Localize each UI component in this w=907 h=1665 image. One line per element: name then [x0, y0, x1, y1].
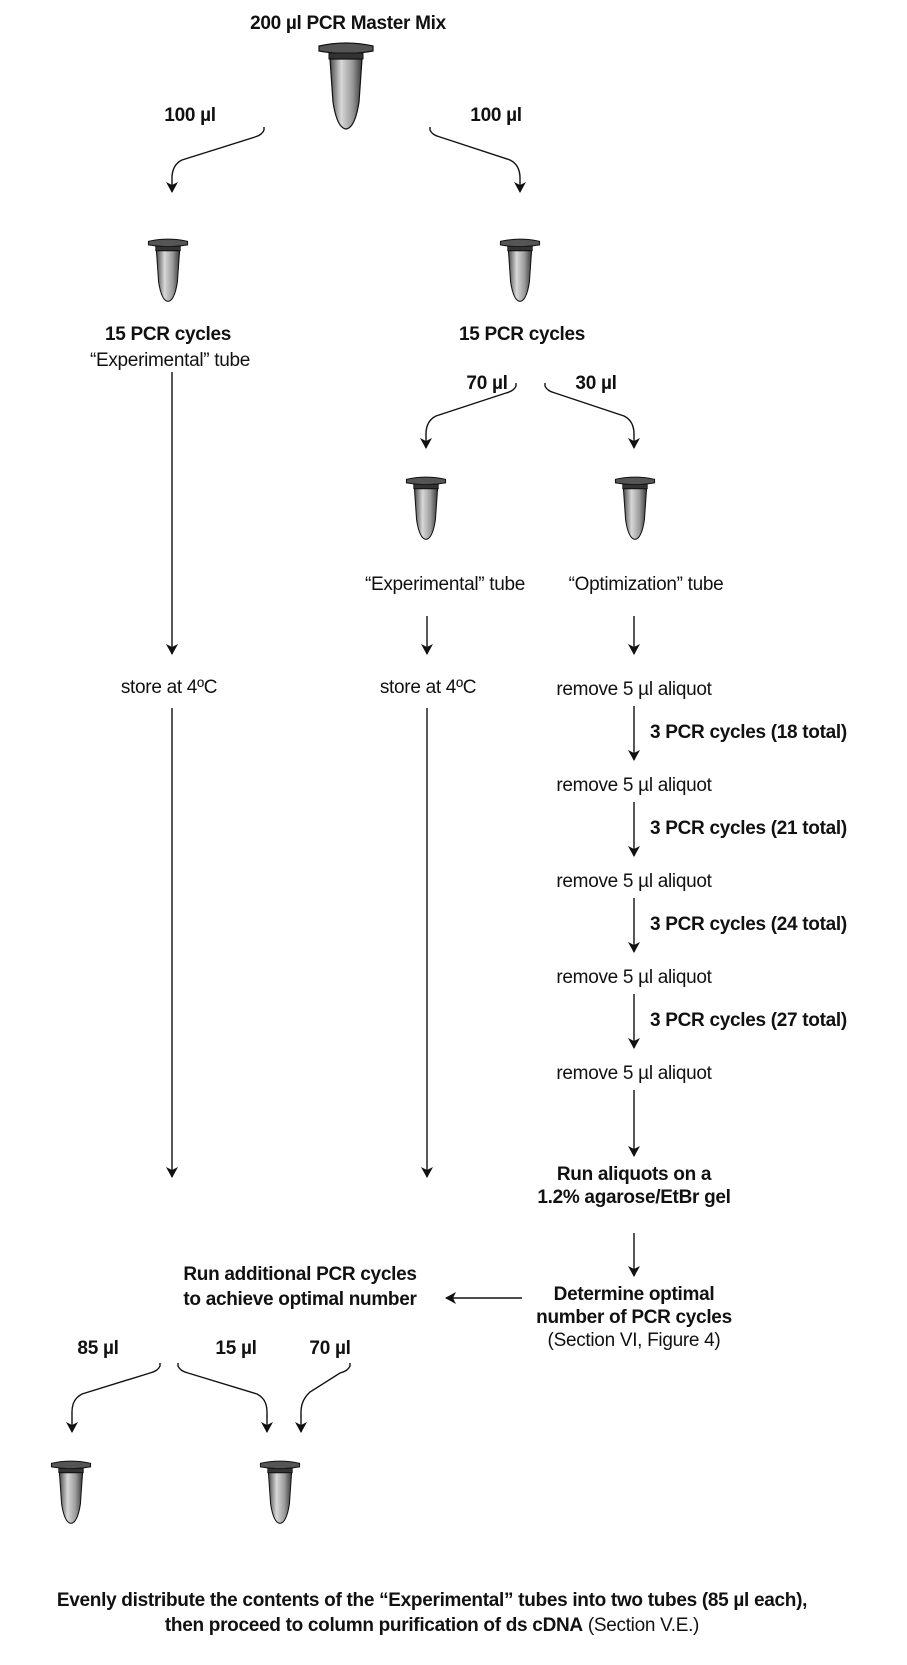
remove-aliquot-3: remove 5 µl aliquot [556, 871, 712, 892]
run-gel-line2: 1.2% agarose/EtBr gel [537, 1187, 731, 1208]
optimization-tube-label: “Optimization” tube [568, 574, 724, 595]
cycles-step-18: 3 PCR cycles (18 total) [650, 722, 847, 743]
split-right-volume: 100 µl [470, 105, 522, 126]
tube-icon-master [318, 42, 374, 130]
split-arrow-30 [544, 383, 640, 449]
cycles-step-24: 3 PCR cycles (24 total) [650, 914, 847, 935]
experimental-tube-label: “Experimental” tube [364, 574, 526, 595]
experimental-store-label: store at 4ºC [379, 677, 477, 698]
remove-aliquot-1: remove 5 µl aliquot [556, 679, 712, 700]
run-gel-line1: Run aliquots on a [556, 1164, 712, 1185]
determine-label: Determine optimal number of PCR cycles (… [536, 1284, 732, 1352]
run-additional-line2: to achieve optimal number [183, 1289, 417, 1310]
cycles-step-27: 3 PCR cycles (27 total) [650, 1010, 847, 1031]
final-split-70: 70 µl [309, 1338, 351, 1359]
determine-ref: (Section VI, Figure 4) [547, 1330, 721, 1351]
footer-instructions: Evenly distribute the contents of the “E… [56, 1590, 808, 1637]
tube-icon-optimization [614, 476, 656, 540]
footer-line1: Evenly distribute the contents of the “E… [56, 1590, 808, 1611]
determine-line1: Determine optimal [553, 1284, 715, 1305]
final-split-85: 85 µl [77, 1338, 119, 1359]
split-70-volume: 70 µl [466, 373, 508, 394]
tube-icon-right [499, 238, 541, 302]
split-30-volume: 30 µl [575, 373, 617, 394]
left-tube-label: “Experimental” tube [89, 350, 251, 371]
tube-icon-final-left [50, 1460, 92, 1524]
footer-line2: then proceed to column purification of d… [57, 1615, 807, 1637]
split-arrow-70 [420, 383, 517, 449]
determine-line2: number of PCR cycles [536, 1307, 732, 1328]
footer-line2-bold: then proceed to column purification of d… [164, 1615, 583, 1636]
right-cycles-label: 15 PCR cycles [458, 324, 586, 345]
split-arrow-left-top [166, 127, 265, 193]
tube-icon-final-right [259, 1460, 301, 1524]
final-arrow-85 [66, 1363, 161, 1433]
split-arrow-right-top [429, 127, 526, 193]
final-arrow-70 [295, 1363, 351, 1433]
run-gel-label: Run aliquots on a 1.2% agarose/EtBr gel [537, 1164, 731, 1209]
run-additional-label: Run additional PCR cycles to achieve opt… [183, 1264, 417, 1311]
run-additional-line1: Run additional PCR cycles [183, 1264, 417, 1285]
tube-icon-left [147, 238, 189, 302]
tube-icon-experimental [405, 476, 447, 540]
master-mix-label: 200 µl PCR Master Mix [250, 13, 446, 34]
final-arrow-15 [177, 1363, 273, 1433]
final-split-15: 15 µl [215, 1338, 257, 1359]
left-store-label: store at 4ºC [120, 677, 218, 698]
remove-aliquot-5: remove 5 µl aliquot [556, 1063, 712, 1084]
left-cycles-label: 15 PCR cycles [104, 324, 232, 345]
cycles-step-21: 3 PCR cycles (21 total) [650, 818, 847, 839]
split-left-volume: 100 µl [164, 105, 216, 126]
remove-aliquot-2: remove 5 µl aliquot [556, 775, 712, 796]
footer-line2-ref: (Section V.E.) [582, 1615, 700, 1636]
remove-aliquot-4: remove 5 µl aliquot [556, 967, 712, 988]
